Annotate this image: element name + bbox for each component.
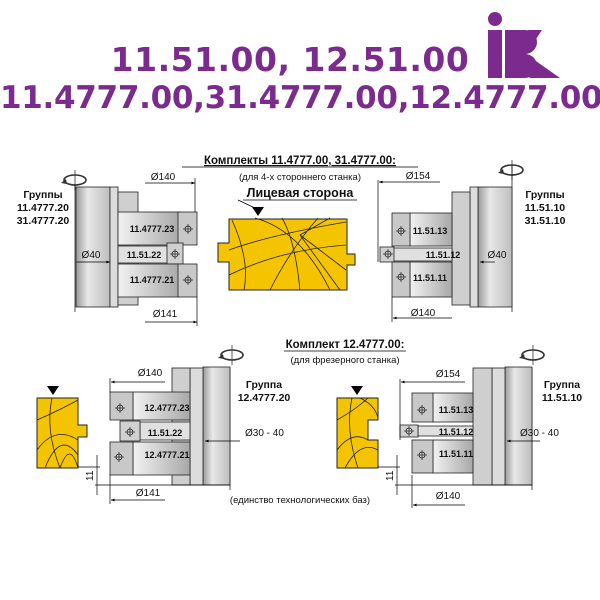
group-code: 31.51.10 [525, 215, 566, 227]
face-marker-icon [47, 386, 59, 395]
part-label: 11.51.22 [127, 250, 162, 260]
tool-12-4777-20: 12.4777.23 11.51.22 12.4777.21 Ø140 Ø30 … [78, 344, 291, 504]
group-code: 11.51.10 [525, 202, 565, 214]
group-code: 31.4777.20 [17, 215, 70, 227]
dim-bottom: Ø141 [136, 488, 161, 499]
section2-heading: Комплект 12.4777.00: [286, 339, 405, 351]
dim-top: Ø140 [138, 368, 163, 379]
dim-bore: Ø30 - 40 [520, 428, 559, 439]
group-title: Группа [544, 379, 580, 391]
rotation-icon [518, 344, 545, 366]
face-marker-icon [351, 386, 363, 395]
face-side-label: Лицевая сторона [247, 186, 355, 200]
wood-profile-milling-left [36, 386, 88, 469]
rotation-icon [217, 344, 244, 366]
tool-11-4777-20: 11.4777.23 11.51.22 11.4777.21 Ø140 Ø40 … [17, 169, 198, 326]
group-title: Группы [525, 189, 564, 201]
group-title: Группа [246, 379, 282, 391]
section1-heading: Комплекты 11.4777.00, 31.4777.00: [204, 155, 396, 167]
part-label: 11.51.13 [413, 226, 448, 236]
dim-offset: 11 [85, 470, 96, 481]
ibk-logo [488, 12, 560, 78]
dim-bottom: Ø141 [153, 309, 178, 320]
part-label: 11.51.13 [439, 405, 474, 415]
dim-offset: 11 [385, 470, 396, 481]
dim-top: Ø154 [436, 369, 461, 380]
part-label: 11.51.22 [148, 428, 183, 438]
group-code: 11.51.10 [542, 392, 582, 404]
part-label: 12.4777.21 [144, 450, 189, 460]
wood-profile-milling-right [336, 386, 379, 469]
section1-subheading: (для 4-х стороннего станка) [239, 172, 361, 183]
group-code: 11.4777.20 [17, 202, 69, 214]
wood-profile-4sided [217, 199, 356, 291]
dim-top: Ø140 [151, 172, 176, 183]
group-title: Группы [23, 189, 62, 201]
dim-top: Ø154 [406, 171, 431, 182]
rotation-icon [497, 159, 524, 181]
part-label: 11.51.12 [439, 427, 474, 437]
title-line-2: 11.4777.00,31.4777.00,12.4777.00 [0, 80, 600, 116]
part-label: 11.51.11 [413, 273, 447, 283]
part-label: 11.4777.21 [130, 275, 175, 285]
part-label: 11.4777.23 [130, 224, 175, 234]
section2-subheading: (для фрезерного станка) [290, 355, 399, 366]
part-label: 12.4777.23 [144, 403, 189, 413]
group-code: 12.4777.20 [238, 392, 291, 404]
tool-11-51-10: 11.51.13 11.51.12 11.51.11 Ø154 Ø40 Ø140… [377, 159, 566, 322]
dim-bore: Ø30 - 40 [245, 428, 284, 439]
part-label: 11.51.11 [439, 449, 473, 459]
title-line-1: 11.51.00, 12.51.00 [110, 40, 470, 79]
tool-11-51-10-milling: 11.51.13 11.51.12 11.51.11 Ø154 Ø30 - 40… [378, 344, 582, 508]
part-label: 11.51.12 [426, 250, 461, 260]
section2-note: (единство технологических баз) [230, 495, 370, 506]
face-marker-icon [252, 207, 264, 216]
dim-bore: Ø40 [488, 250, 507, 261]
dim-bottom: Ø140 [436, 491, 461, 502]
dim-bottom: Ø140 [411, 308, 436, 319]
dim-bore: Ø40 [82, 250, 101, 261]
